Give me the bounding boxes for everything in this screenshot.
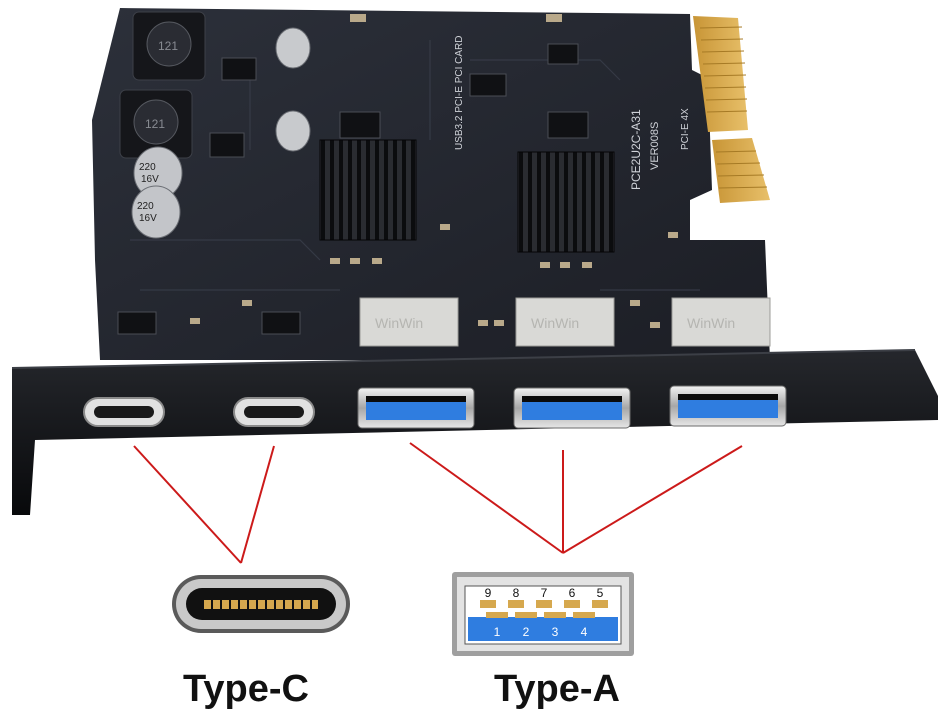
svg-text:USB3.2 PCI-E PCI CARD: USB3.2 PCI-E PCI CARD xyxy=(454,36,465,150)
svg-text:16V: 16V xyxy=(139,213,157,224)
port-module: WinWin xyxy=(515,297,615,347)
heatsink xyxy=(517,151,615,253)
svg-text:121: 121 xyxy=(158,39,178,53)
usb-c-port xyxy=(83,397,165,427)
smd-resistors xyxy=(190,14,678,328)
svg-text:220: 220 xyxy=(137,201,154,212)
port-module: WinWin xyxy=(359,297,459,347)
heatsink xyxy=(319,139,417,241)
pin-label: 9 xyxy=(485,586,492,600)
type-a-label: Type-A xyxy=(494,668,620,710)
usb-a-port xyxy=(357,387,475,429)
usb-c-port xyxy=(233,397,315,427)
svg-text:PCI-E 4X: PCI-E 4X xyxy=(680,108,691,150)
usb-a-port xyxy=(669,385,787,427)
svg-text:PCE2U2C-A31: PCE2U2C-A31 xyxy=(629,109,643,190)
pin-label: 2 xyxy=(523,625,530,639)
smd-chips xyxy=(117,43,589,335)
svg-text:WinWin: WinWin xyxy=(531,315,579,331)
type-c-connector-icon xyxy=(172,575,350,633)
svg-text:220: 220 xyxy=(139,162,156,173)
pin-label: 4 xyxy=(581,625,588,639)
pin-label: 8 xyxy=(513,586,520,600)
pcb-board xyxy=(92,8,770,360)
pin-label: 5 xyxy=(597,586,604,600)
pin-label: 3 xyxy=(552,625,559,639)
port-module: WinWin xyxy=(671,297,771,347)
pcie-edge-connector xyxy=(693,16,770,203)
pin-label: 7 xyxy=(541,586,548,600)
inductor: 121 xyxy=(119,89,193,159)
svg-text:WinWin: WinWin xyxy=(375,315,423,331)
svg-text:VER008S: VER008S xyxy=(649,122,661,170)
svg-text:WinWin: WinWin xyxy=(687,315,735,331)
pin-label: 1 xyxy=(494,625,501,639)
svg-text:16V: 16V xyxy=(141,174,159,185)
pin-label: 6 xyxy=(569,586,576,600)
silkscreen: USB3.2 PCI-E PCI CARD PCE2U2C-A31 VER008… xyxy=(454,36,691,190)
capacitor: 220 16V xyxy=(131,185,181,239)
usb-a-port xyxy=(513,387,631,429)
inductor: 121 xyxy=(132,11,206,81)
callout-lines xyxy=(133,442,743,564)
small-capacitor xyxy=(275,27,311,152)
type-a-connector-icon: 9 8 7 6 5 1 2 3 4 xyxy=(452,572,634,656)
type-c-label: Type-C xyxy=(183,668,309,710)
svg-text:121: 121 xyxy=(145,117,165,131)
capacitor: 220 16V xyxy=(133,146,183,200)
